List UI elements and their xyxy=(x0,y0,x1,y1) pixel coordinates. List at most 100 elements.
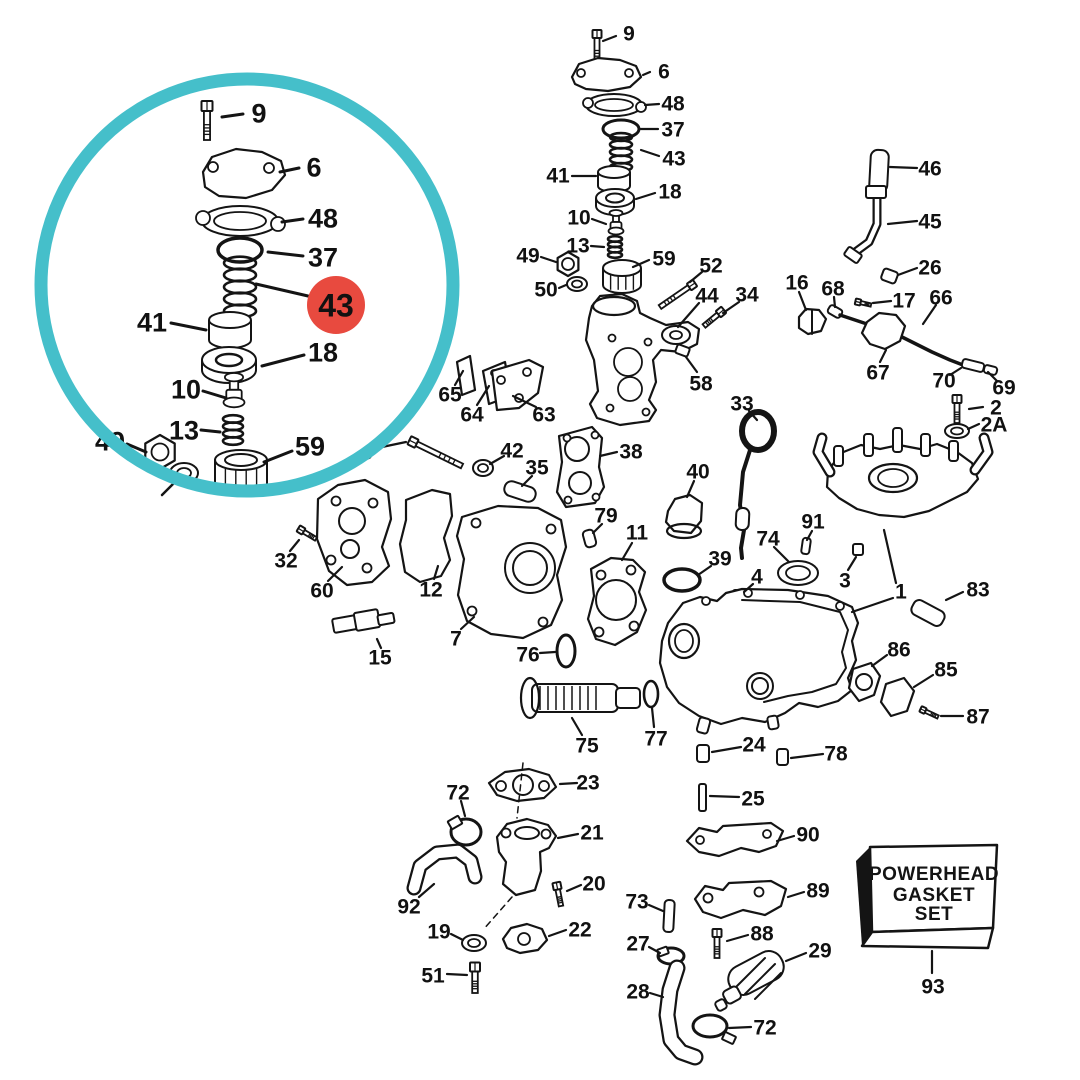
part-drawing-screw-87 xyxy=(918,705,940,720)
magnifier-ring xyxy=(34,72,460,498)
leader-line-63 xyxy=(511,394,538,409)
part-drawing-mag-spring-43 xyxy=(222,255,258,319)
part-number-label-67: 67 xyxy=(866,362,889,385)
part-number-label-38: 38 xyxy=(619,441,643,464)
part-number-label-60: 60 xyxy=(310,580,333,603)
part-drawing-mag-oring-37 xyxy=(216,236,264,264)
leader-line-48 xyxy=(280,217,305,224)
part-number-label-3: 3 xyxy=(839,570,851,593)
part-number-label-90: 90 xyxy=(796,824,819,847)
leader-line-37 xyxy=(266,250,305,258)
leader-line-23 xyxy=(558,781,579,786)
leader-line-86 xyxy=(870,653,889,668)
leader-line-18 xyxy=(260,353,306,368)
part-drawing-crankcase-nip1 xyxy=(695,716,712,735)
part-number-label-20: 20 xyxy=(582,873,605,896)
leader-line-4 xyxy=(742,582,755,594)
part-drawing-filter-29 xyxy=(727,950,785,996)
part-number-label-13: 13 xyxy=(566,235,589,258)
part-number-label-10: 10 xyxy=(171,375,201,405)
part-drawing-cup-59 xyxy=(602,259,642,294)
part-drawing-shaft-75-flange xyxy=(519,676,541,720)
leader-line-1 xyxy=(850,596,895,614)
part-number-label-27: 27 xyxy=(626,933,649,956)
leader-line-13 xyxy=(589,244,606,249)
part-drawing-filter-29-h2 xyxy=(744,963,776,995)
part-number-label-18: 18 xyxy=(658,181,682,204)
part-number-label-75: 75 xyxy=(575,735,599,758)
part-drawing-gasket-23 xyxy=(487,767,558,803)
part-drawing-case-1-arm-r xyxy=(969,432,994,476)
box-text-line3: SET xyxy=(915,904,953,925)
part-drawing-case-1-bore-in xyxy=(877,468,909,488)
part-drawing-crankcase-nip2 xyxy=(766,714,780,731)
part-number-label-23: 23 xyxy=(576,772,599,795)
part-drawing-screw-20 xyxy=(551,880,565,908)
leader-line-72 xyxy=(459,799,467,818)
part-drawing-screw-17 xyxy=(853,297,873,308)
highlight-badge-number: 43 xyxy=(318,288,354,324)
part-drawing-seal-18-in xyxy=(605,192,625,204)
part-number-label-40: 40 xyxy=(686,461,709,484)
part-number-label-86: 86 xyxy=(887,639,910,662)
main-diagram-artwork xyxy=(295,28,999,1066)
part-drawing-pin-25 xyxy=(698,783,707,812)
part-drawing-carb-hole2 xyxy=(643,337,653,347)
leader-line-42 xyxy=(488,454,506,466)
part-number-label-51: 51 xyxy=(421,965,445,988)
part-drawing-mag-bushing-41 xyxy=(208,311,252,349)
part-number-label-73: 73 xyxy=(625,891,648,914)
part-number-label-77: 77 xyxy=(644,728,667,751)
part-number-label-78: 78 xyxy=(824,743,848,766)
leader-line-48 xyxy=(643,102,661,107)
part-number-label-48: 48 xyxy=(661,93,685,116)
leader-line-10 xyxy=(590,217,608,226)
box-text-line1: POWERHEAD xyxy=(869,864,999,885)
part-drawing-sparkplug-15-c xyxy=(376,612,396,626)
part-drawing-carb-bore1 xyxy=(613,347,643,377)
part-number-label-24: 24 xyxy=(742,734,766,757)
leader-line-59 xyxy=(631,258,651,269)
part-drawing-oring-77 xyxy=(642,679,660,709)
part-drawing-pin-73 xyxy=(662,898,676,934)
part-drawing-clamp-72b-screw xyxy=(721,1031,737,1045)
part-number-label-76: 76 xyxy=(516,644,539,667)
leader-line-2 xyxy=(967,405,985,411)
part-drawing-case-1 xyxy=(825,442,980,519)
part-drawing-bolt-51 xyxy=(469,961,481,994)
part-number-label-93: 93 xyxy=(921,976,944,999)
part-drawing-plate-65 xyxy=(455,354,477,397)
part-drawing-clamp-72a-screw xyxy=(446,814,464,831)
part-drawing-washer-19 xyxy=(461,934,487,952)
leader-line-6 xyxy=(278,166,301,174)
part-drawing-block-7 xyxy=(455,504,568,640)
part-number-label-70: 70 xyxy=(932,370,955,393)
part-number-label-35: 35 xyxy=(525,457,549,480)
part-drawing-clamp-72b xyxy=(691,1013,729,1039)
leader-line-15 xyxy=(375,637,383,650)
leader-line-44 xyxy=(676,301,701,329)
magnifier-artwork xyxy=(144,100,287,497)
part-drawing-gasket-48 xyxy=(585,93,643,117)
part-number-label-1: 1 xyxy=(895,581,907,604)
part-drawing-sleeve-70 xyxy=(960,358,986,373)
part-drawing-crankcase-rim xyxy=(741,599,849,703)
part-number-label-22: 22 xyxy=(568,919,591,942)
highlight-badge-circle xyxy=(307,276,365,334)
part-number-label-43: 43 xyxy=(662,148,685,171)
part-number-label-89: 89 xyxy=(806,880,829,903)
part-number-label-49: 49 xyxy=(516,245,539,268)
leader-line-7 xyxy=(459,615,476,631)
part-number-label-45: 45 xyxy=(918,211,942,234)
leader-line-2A xyxy=(966,422,981,431)
part-drawing-cap-40-base xyxy=(665,522,703,540)
part-drawing-case-1-bore xyxy=(867,462,919,494)
part-drawing-plug-78 xyxy=(776,748,789,766)
part-number-label-11: 11 xyxy=(626,522,649,545)
part-drawing-filter-29-tip2 xyxy=(714,998,728,1012)
part-drawing-seal-74 xyxy=(777,560,819,586)
part-number-label-25: 25 xyxy=(741,788,765,811)
leader-line-89 xyxy=(786,890,806,899)
part-drawing-mag-cup-59-in xyxy=(224,453,258,467)
